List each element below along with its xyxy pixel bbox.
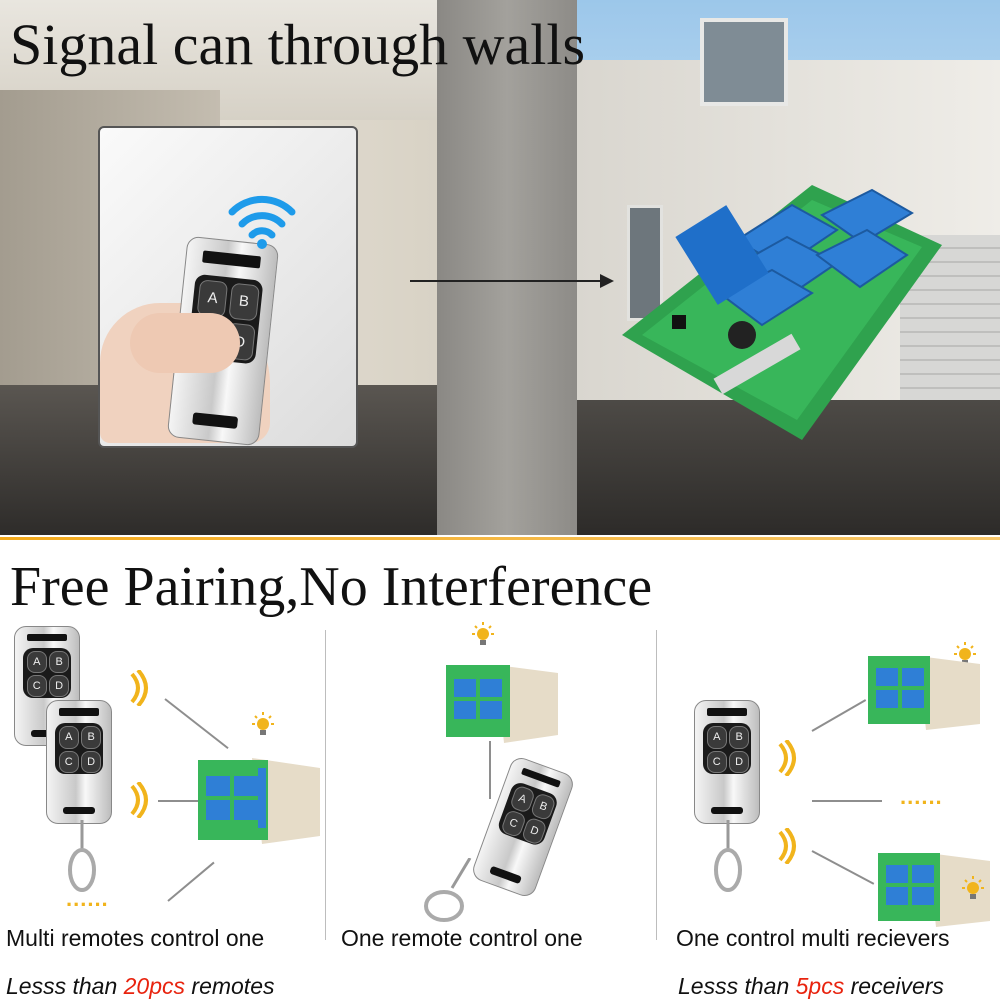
connector-line [164,698,229,750]
keyring-icon [68,820,96,892]
window [700,18,788,106]
panel-caption: One control multi recievers [676,925,950,951]
highlight-count: 5pcs [795,973,845,999]
relay-receiver-board [878,853,990,927]
highlight-count: 20pcs [123,973,186,999]
panel-caption: One remote control one [341,925,583,951]
remote-control: A B C D [469,754,577,900]
remote-control: A B C D [46,700,112,824]
remote-key: B [80,726,102,749]
remote-key: B [728,726,750,749]
connector-line [811,850,875,885]
relay-receiver-board [868,656,980,730]
more-dots: ...... [66,886,109,911]
relay-receiver-board [446,665,558,743]
panel-divider [325,630,326,940]
remote-key: A [706,726,728,749]
arrow-head-icon [600,274,614,288]
lightbulb-icon [962,876,984,899]
wifi-signal-icon [228,195,296,249]
keyring-icon [424,858,472,922]
panel-subcaption: Lesss than 5pcs receivers [678,973,944,999]
relay-receiver-board [622,185,942,440]
thumb [130,313,240,373]
remote-key: D [728,750,750,774]
connector-line [158,800,198,802]
remote-key: A [58,726,80,749]
remote-key: A [196,279,229,318]
lightbulb-icon [252,712,274,735]
remote-key: C [26,674,48,697]
top-title: Signal can through walls [10,12,586,77]
signal-waves-icon [130,782,148,818]
connector-line [489,741,491,799]
panel-divider [656,630,657,940]
connector-line [812,800,882,802]
relay-receiver-board [198,758,320,844]
connector-line [167,861,215,902]
remote-in-hand-panel: A B D [98,126,358,448]
remote-key: A [26,651,48,674]
signal-waves-icon [130,670,148,706]
lightbulb-icon [472,622,494,645]
remote-key: C [706,750,728,774]
wall-pillar [437,0,577,535]
keyring-icon [714,820,742,892]
section-divider [0,537,1000,540]
remote-control: A B C D [694,700,760,824]
signal-waves-icon [778,740,796,776]
remote-key: C [58,750,80,774]
remote-key: D [80,750,102,774]
remote-key: B [48,651,70,674]
panel-caption: Multi remotes control one [6,925,265,951]
more-dots: ...... [900,784,943,809]
remote-control: A B C D [14,626,80,746]
bottom-title: Free Pairing,No Interference [10,556,653,618]
signal-arrow [410,280,610,282]
connector-line [811,699,867,732]
remote-key: D [48,674,70,697]
remote-key: B [228,282,260,321]
panel-subcaption: Lesss than 20pcs remotes [6,973,275,999]
signal-waves-icon [778,828,796,864]
